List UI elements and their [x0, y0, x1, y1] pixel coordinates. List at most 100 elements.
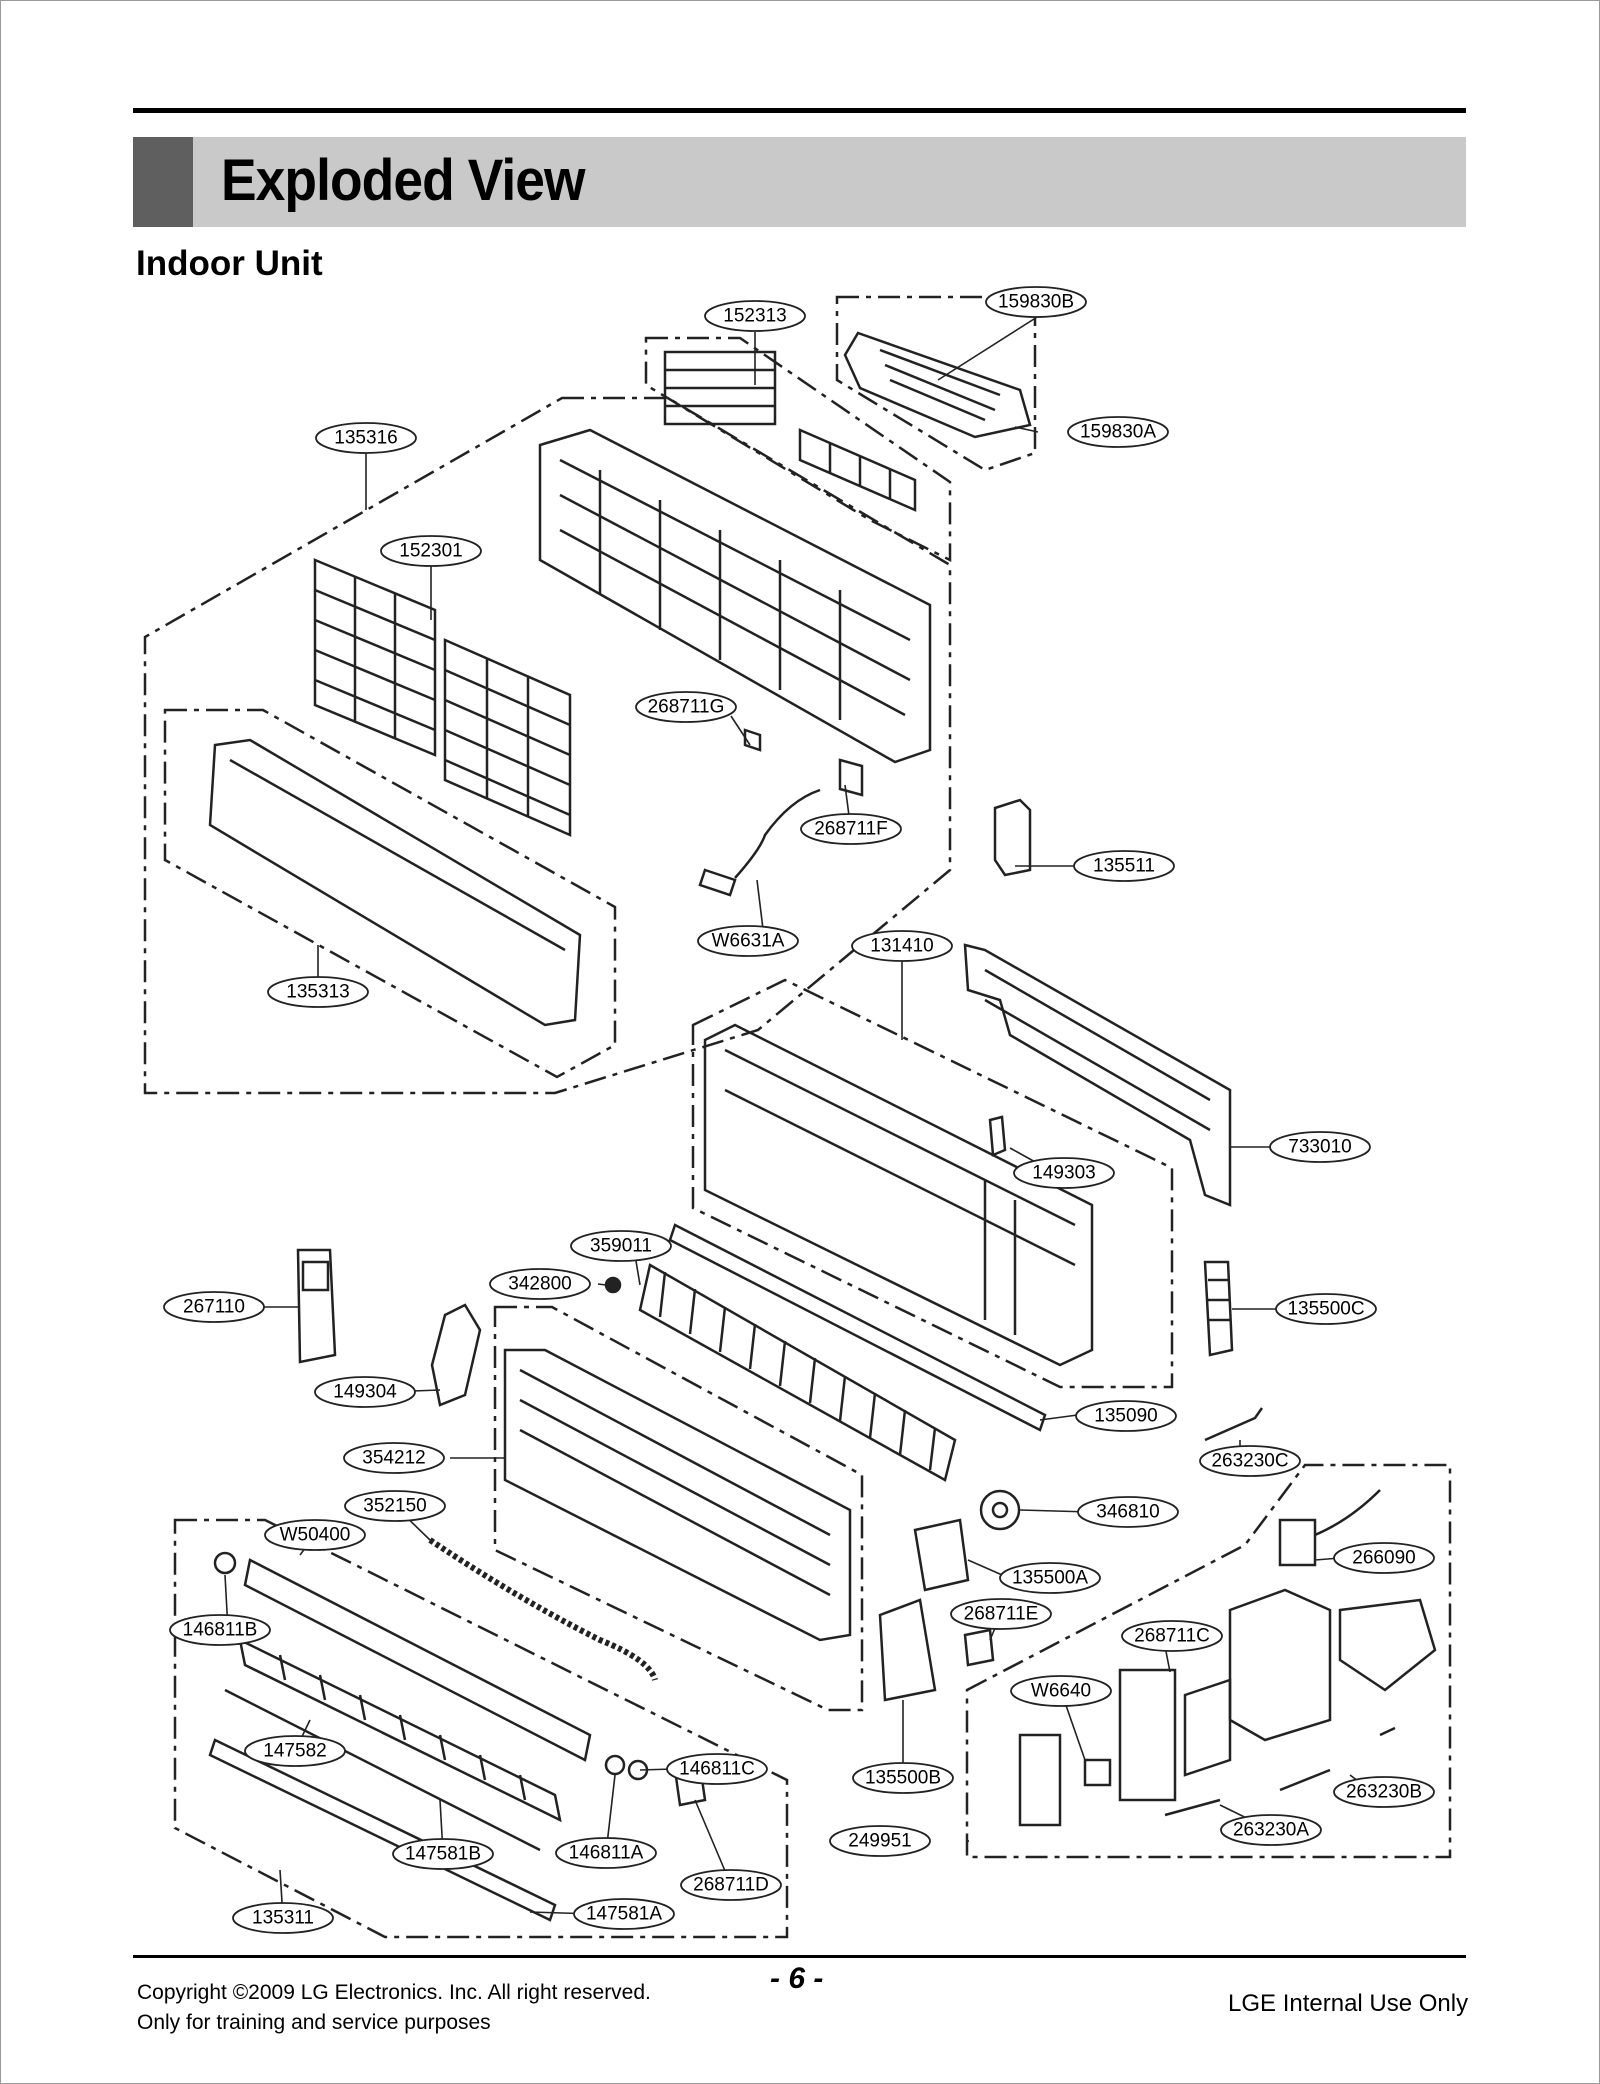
svg-text:268711E: 268711E [964, 1604, 1039, 1625]
svg-text:354212: 354212 [362, 1448, 425, 1469]
svg-text:342800: 342800 [508, 1274, 571, 1295]
svg-text:267110: 267110 [183, 1297, 245, 1318]
svg-text:152301: 152301 [399, 541, 462, 562]
discharge-frame-W50400 [243, 1558, 592, 1762]
svg-text:131410: 131410 [870, 936, 933, 957]
front-cover-group-boundary [163, 708, 617, 1079]
side-cover-149304 [430, 1303, 482, 1407]
svg-text:135316: 135316 [334, 428, 397, 449]
evaporator-354212 [503, 1348, 852, 1642]
svg-text:346810: 346810 [1096, 1502, 1159, 1523]
sensor-263230B [1279, 1726, 1396, 1792]
svg-text:135500C: 135500C [1287, 1299, 1364, 1320]
callout-342800: 342800 [489, 1268, 591, 1300]
svg-text:268711C: 268711C [1134, 1626, 1210, 1647]
pcb-268711E [963, 1628, 995, 1667]
sensor-268711 [743, 728, 864, 797]
motor-146811C [604, 1754, 649, 1781]
svg-text:249951: 249951 [848, 1831, 911, 1852]
svg-text:268711G: 268711G [648, 697, 725, 718]
terminal-W6640 [1018, 1733, 1112, 1827]
title-band: Exploded View [133, 137, 1466, 227]
callout-135500A: 135500A [999, 1562, 1101, 1594]
callout-135500B: 135500B [852, 1762, 954, 1794]
page-number: - 6 - [770, 1962, 824, 1995]
callout-263230C: 263230C [1199, 1445, 1301, 1477]
callout-147581B: 147581B [392, 1838, 494, 1870]
callout-263230A: 263230A [1220, 1814, 1322, 1846]
front-panel-135313 [208, 738, 582, 1027]
svg-text:733010: 733010 [1288, 1137, 1351, 1158]
callout-249951: 249951 [829, 1825, 931, 1857]
front-grille-135316 [538, 428, 932, 764]
svg-text:146811B: 146811B [183, 1620, 258, 1641]
callout-152301: 152301 [380, 535, 482, 567]
louver-147582 [238, 1637, 562, 1823]
svg-text:263230A: 263230A [1233, 1820, 1309, 1841]
svg-text:W6631A: W6631A [712, 931, 785, 952]
svg-text:149303: 149303 [1032, 1163, 1095, 1184]
transformer-266090 [1278, 1489, 1381, 1567]
callout-359011: 359011 [570, 1230, 672, 1262]
callout-135090: 135090 [1075, 1400, 1177, 1432]
svg-text:135090: 135090 [1094, 1406, 1157, 1427]
svg-text:359011: 359011 [590, 1236, 652, 1257]
callout-263230B: 263230B [1333, 1776, 1435, 1808]
callout-352150: 352150 [344, 1490, 446, 1522]
page-title: Exploded View [221, 148, 586, 213]
louver-group-boundary [173, 1518, 789, 1939]
svg-text:135313: 135313 [286, 982, 349, 1003]
svg-text:147581B: 147581B [405, 1844, 481, 1865]
svg-text:135311: 135311 [252, 1908, 314, 1929]
callout-267110: 267110 [163, 1291, 265, 1323]
motor-bracket-135500A [913, 1518, 970, 1592]
callout-266090: 266090 [1333, 1542, 1435, 1574]
callout-135311: 135311 [232, 1902, 334, 1934]
group-boundaries [143, 295, 1452, 1939]
callout-146811C: 146811C [666, 1753, 768, 1785]
bracket-135511 [993, 798, 1032, 877]
svg-text:263230C: 263230C [1211, 1451, 1288, 1472]
callout-135500C: 135500C [1275, 1293, 1377, 1325]
callout-354212: 354212 [343, 1442, 445, 1474]
callout-146811B: 146811B [169, 1614, 271, 1646]
cross-flow-fan-359011 [638, 1263, 957, 1482]
callout-135316: 135316 [315, 422, 417, 454]
callout-152313: 152313 [704, 300, 806, 332]
svg-text:135511: 135511 [1093, 856, 1155, 877]
svg-text:352150: 352150 [363, 1496, 426, 1517]
callout-268711E: 268711E [950, 1598, 1052, 1630]
callout-147582: 147582 [244, 1735, 346, 1767]
svg-text:263230B: 263230B [1346, 1782, 1422, 1803]
sensor-263230C [1204, 1407, 1264, 1442]
callout-159830B: 159830B [985, 286, 1087, 318]
callout-labels: 152313 159830B 159830A 135316 152301 268… [163, 286, 1435, 1934]
svg-text:W6640: W6640 [1031, 1681, 1091, 1702]
callout-268711D: 268711D [680, 1869, 782, 1901]
chassis-group-boundary [691, 978, 1174, 1389]
motor-housing-135500B [878, 1598, 937, 1702]
svg-text:W50400: W50400 [280, 1525, 351, 1546]
callout-733010: 733010 [1269, 1131, 1371, 1163]
svg-text:146811A: 146811A [569, 1843, 644, 1864]
callout-268711F: 268711F [800, 813, 902, 845]
grille-135500C [1203, 1260, 1234, 1357]
svg-text:159830A: 159830A [1080, 422, 1156, 443]
svg-text:147582: 147582 [263, 1741, 326, 1762]
bearing-342800 [604, 1276, 622, 1294]
callout-131410: 131410 [851, 930, 953, 962]
pcb-268711C [1118, 1668, 1232, 1802]
callout-135511: 135511 [1073, 850, 1175, 882]
section-title: Indoor Unit [136, 244, 323, 283]
bottom-rule [133, 1955, 1466, 1958]
filter-frame-152313 [663, 350, 917, 512]
front-panel-group-boundary [143, 396, 952, 1095]
internal-use-note: LGE Internal Use Only [1228, 1990, 1469, 2017]
callout-268711C: 268711C [1121, 1620, 1223, 1652]
svg-text:147581A: 147581A [586, 1904, 662, 1925]
clip-149303 [988, 1115, 1007, 1157]
callout-135313: 135313 [267, 976, 369, 1008]
callout-W50400: W50400 [264, 1519, 366, 1551]
copyright: Copyright ©2009 LG Electronics. Inc. All… [137, 1978, 651, 2038]
